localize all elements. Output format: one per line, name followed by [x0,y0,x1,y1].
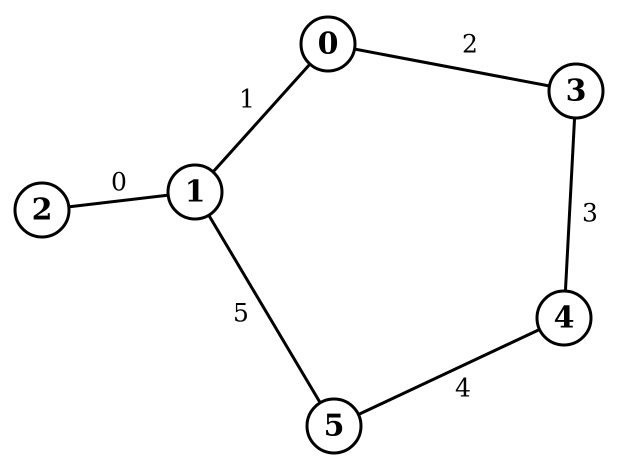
node-3: 3 [547,62,605,120]
edge-3-4 [562,89,578,320]
node-0-label: 0 [318,27,339,62]
node-1: 1 [166,163,224,221]
node-0-circle [299,15,357,73]
edges-layer [40,42,578,428]
node-0: 0 [299,15,357,73]
edge-0-3 [326,42,578,93]
node-4: 4 [535,289,593,347]
edge-weight-1-0: 1 [239,85,255,114]
node-5-circle [305,397,363,455]
edge-weight-3-4: 3 [582,199,598,228]
node-2: 2 [13,181,71,239]
edge-5-4 [332,316,566,428]
node-3-label: 3 [566,74,587,109]
node-1-circle [166,163,224,221]
node-4-label: 4 [554,301,575,336]
edge-weight-2-1: 0 [111,168,127,197]
edge-weight-1-5: 5 [233,299,249,328]
node-5: 5 [305,397,363,455]
edge-weight-0-3: 2 [462,30,478,59]
node-4-circle [535,289,593,347]
edge-1-0 [193,42,330,194]
node-2-circle [13,181,71,239]
node-1-label: 1 [185,175,206,210]
node-3-circle [547,62,605,120]
node-5-label: 5 [324,409,345,444]
edge-1-5 [193,190,336,428]
node-2-label: 2 [32,193,53,228]
edge-weights-layer: 1 2 0 3 4 5 [111,30,598,403]
nodes-layer: 0 1 2 3 4 5 [13,15,605,455]
edge-weight-5-4: 4 [455,374,471,403]
